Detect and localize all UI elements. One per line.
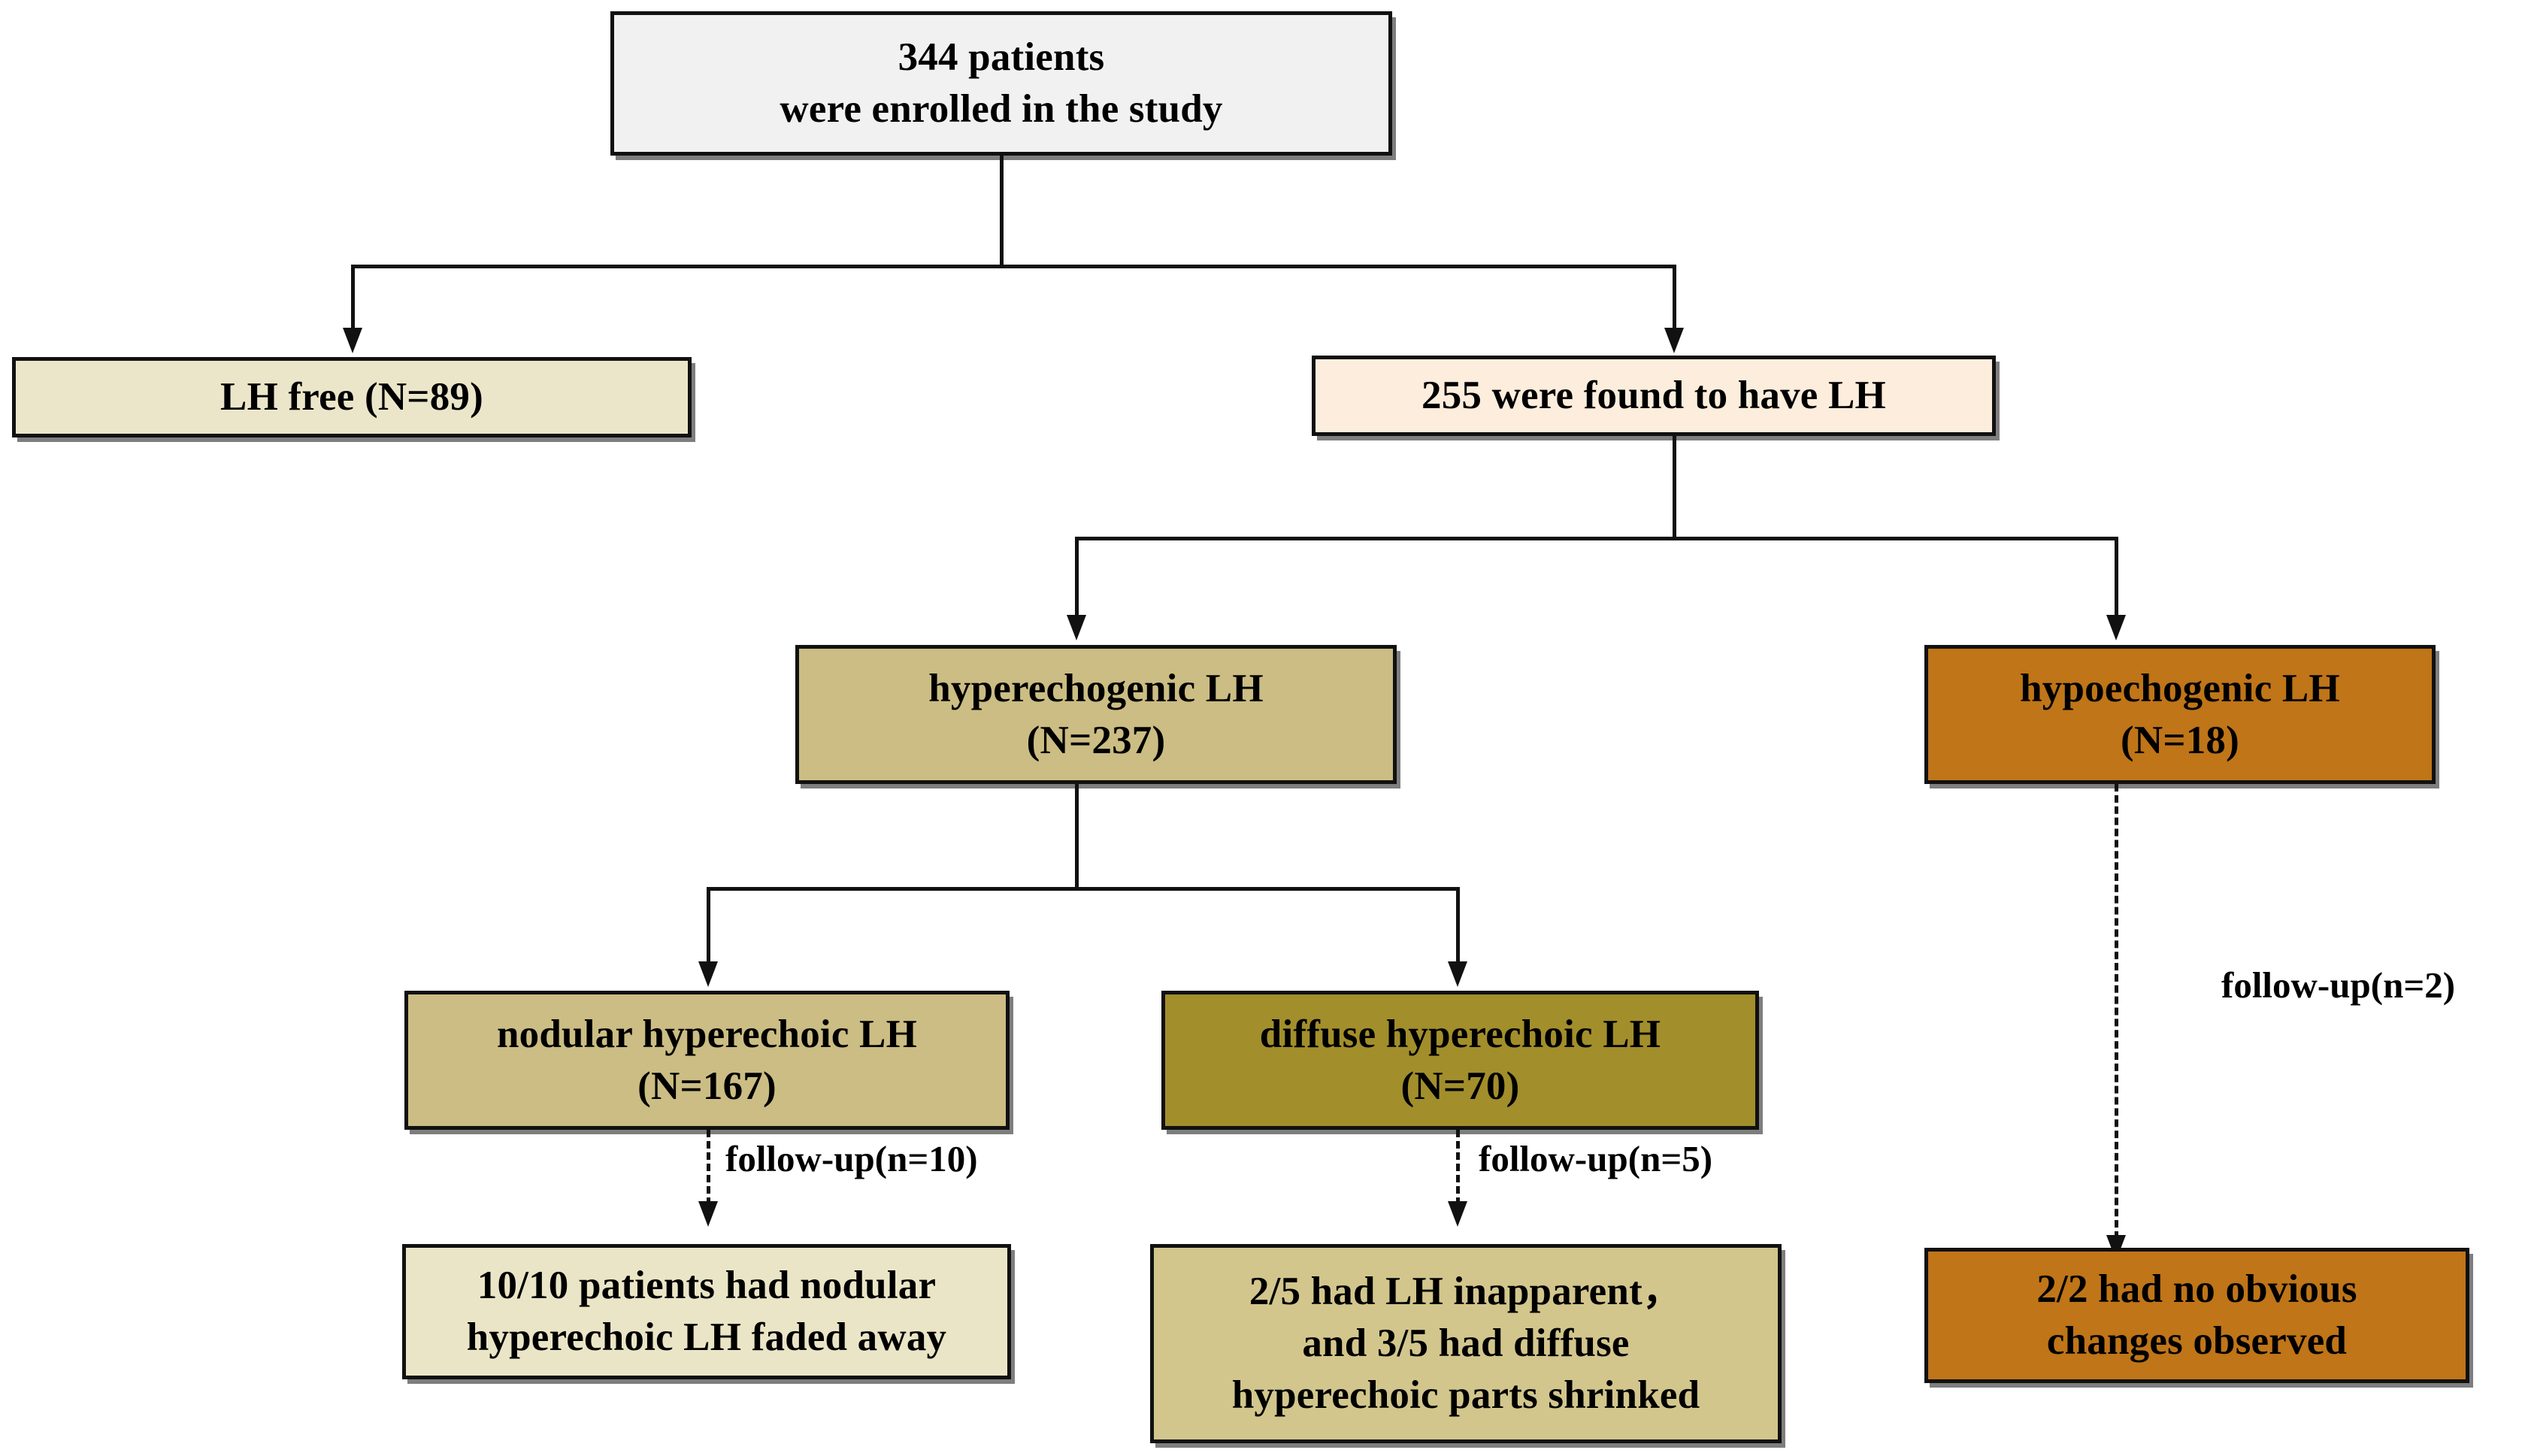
node-nodular-label: nodular hyperechoic LH (N=167) [496,1012,917,1108]
connector-to-diffuse [1456,887,1460,966]
node-hyperechogenic: hyperechogenic LH (N=237) [795,645,1397,784]
connector-followup-hypo [2115,784,2118,1239]
node-diffuse-label: diffuse hyperechoic LH (N=70) [1259,1012,1661,1108]
node-root-label: 344 patients were enrolled in the study [780,35,1223,131]
node-lh-found-label: 255 were found to have LH [1421,374,1886,418]
arrowhead-diffuse [1448,961,1467,987]
connector-to-hypoechogenic [2115,537,2118,619]
node-root: 344 patients were enrolled in the study [610,11,1392,156]
node-hyperechogenic-label: hyperechogenic LH (N=237) [928,666,1264,762]
connector-to-hyperechogenic [1075,537,1079,619]
node-result-diffuse: 2/5 had LH inapparent， and 3/5 had diffu… [1150,1244,1782,1443]
edge-label-followup-hypo: follow-up(n=2) [2221,964,2456,1006]
connector-hyper-stem [1075,784,1079,889]
node-result-nodular: 10/10 patients had nodular hyperechoic L… [402,1244,1011,1379]
arrowhead-hypoechogenic [2106,615,2126,640]
node-hypoechogenic-label: hypoechogenic LH (N=18) [2020,666,2340,762]
node-result-hypo: 2/2 had no obvious changes observed [1924,1248,2469,1383]
arrowhead-lh-found [1664,328,1684,353]
node-lh-free: LH free (N=89) [12,357,692,437]
node-diffuse: diffuse hyperechoic LH (N=70) [1161,991,1759,1130]
connector-followup-nodular [707,1130,710,1205]
connector-found-stem [1673,436,1676,539]
node-result-diffuse-label: 2/5 had LH inapparent， and 3/5 had diffu… [1231,1270,1700,1417]
connector-hyper-split-bar [707,887,1460,891]
node-nodular: nodular hyperechoic LH (N=167) [404,991,1010,1130]
connector-to-nodular [707,887,710,966]
node-result-nodular-label: 10/10 patients had nodular hyperechoic L… [466,1264,947,1359]
edge-label-followup-nodular: follow-up(n=10) [725,1138,978,1179]
connector-found-split-bar [1075,537,2118,540]
node-lh-found: 255 were found to have LH [1312,356,1996,436]
connector-root-stem [1000,156,1004,267]
connector-root-split-bar [351,265,1676,268]
connector-to-lh-found [1673,265,1676,331]
arrowhead-nodular [698,961,718,987]
edge-label-followup-diffuse: follow-up(n=5) [1479,1138,1713,1179]
node-lh-free-label: LH free (N=89) [220,375,483,419]
connector-to-lh-free [351,265,355,331]
arrowhead-followup-diffuse [1448,1201,1467,1227]
arrowhead-lh-free [343,328,362,353]
arrowhead-followup-nodular [698,1201,718,1227]
arrowhead-hyperechogenic [1067,615,1086,640]
connector-followup-diffuse [1456,1130,1460,1205]
node-hypoechogenic: hypoechogenic LH (N=18) [1924,645,2436,784]
node-result-hypo-label: 2/2 had no obvious changes observed [2036,1267,2357,1363]
